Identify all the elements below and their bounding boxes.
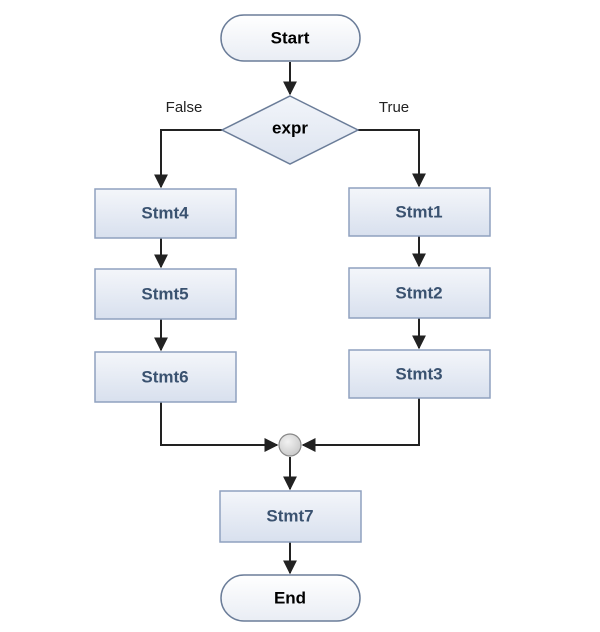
true-branch-label: True xyxy=(379,99,409,116)
stmt1-box xyxy=(348,187,491,237)
junction-connector xyxy=(278,433,302,457)
stmt3-node: Stmt3 xyxy=(348,349,491,399)
edges xyxy=(154,62,426,575)
stmt6-label: Stmt6 xyxy=(141,367,188,386)
stmt2-box xyxy=(348,267,491,319)
stmt2-label: Stmt2 xyxy=(395,283,442,302)
stmt1-label: Stmt1 xyxy=(395,202,442,221)
stmt6-box xyxy=(94,351,237,403)
decision-label: expr xyxy=(272,118,308,137)
stmt4-node: Stmt4 xyxy=(94,188,237,239)
stmt1-node: Stmt1 xyxy=(348,187,491,237)
stmt7-box xyxy=(219,490,362,543)
decision-node: expr xyxy=(220,95,360,165)
stmt7-label: Stmt7 xyxy=(266,506,313,525)
edge-expr-true-to-stmt1 xyxy=(358,129,426,188)
stmt5-box xyxy=(94,268,237,320)
stmt6-node: Stmt6 xyxy=(94,351,237,403)
stmt4-box xyxy=(94,188,237,239)
stmt7-node: Stmt7 xyxy=(219,490,362,543)
start-label: Start xyxy=(271,28,310,47)
edge-stmt3-to-connector xyxy=(301,398,420,452)
edge-stmt6-to-connector xyxy=(160,402,279,452)
stmt3-box xyxy=(348,349,491,399)
stmt4-label: Stmt4 xyxy=(141,203,189,222)
start-node: Start xyxy=(220,14,361,62)
false-branch-label: False xyxy=(166,99,203,116)
stmt2-node: Stmt2 xyxy=(348,267,491,319)
stmt3-label: Stmt3 xyxy=(395,364,442,383)
edge-expr-false-to-stmt4 xyxy=(154,129,222,189)
end-node: End xyxy=(220,574,361,622)
end-label: End xyxy=(274,588,306,607)
stmt5-label: Stmt5 xyxy=(141,284,188,303)
start-terminal-shape xyxy=(220,14,361,62)
stmt5-node: Stmt5 xyxy=(94,268,237,320)
decision-diamond-shape xyxy=(220,95,360,165)
end-terminal-shape xyxy=(220,574,361,622)
